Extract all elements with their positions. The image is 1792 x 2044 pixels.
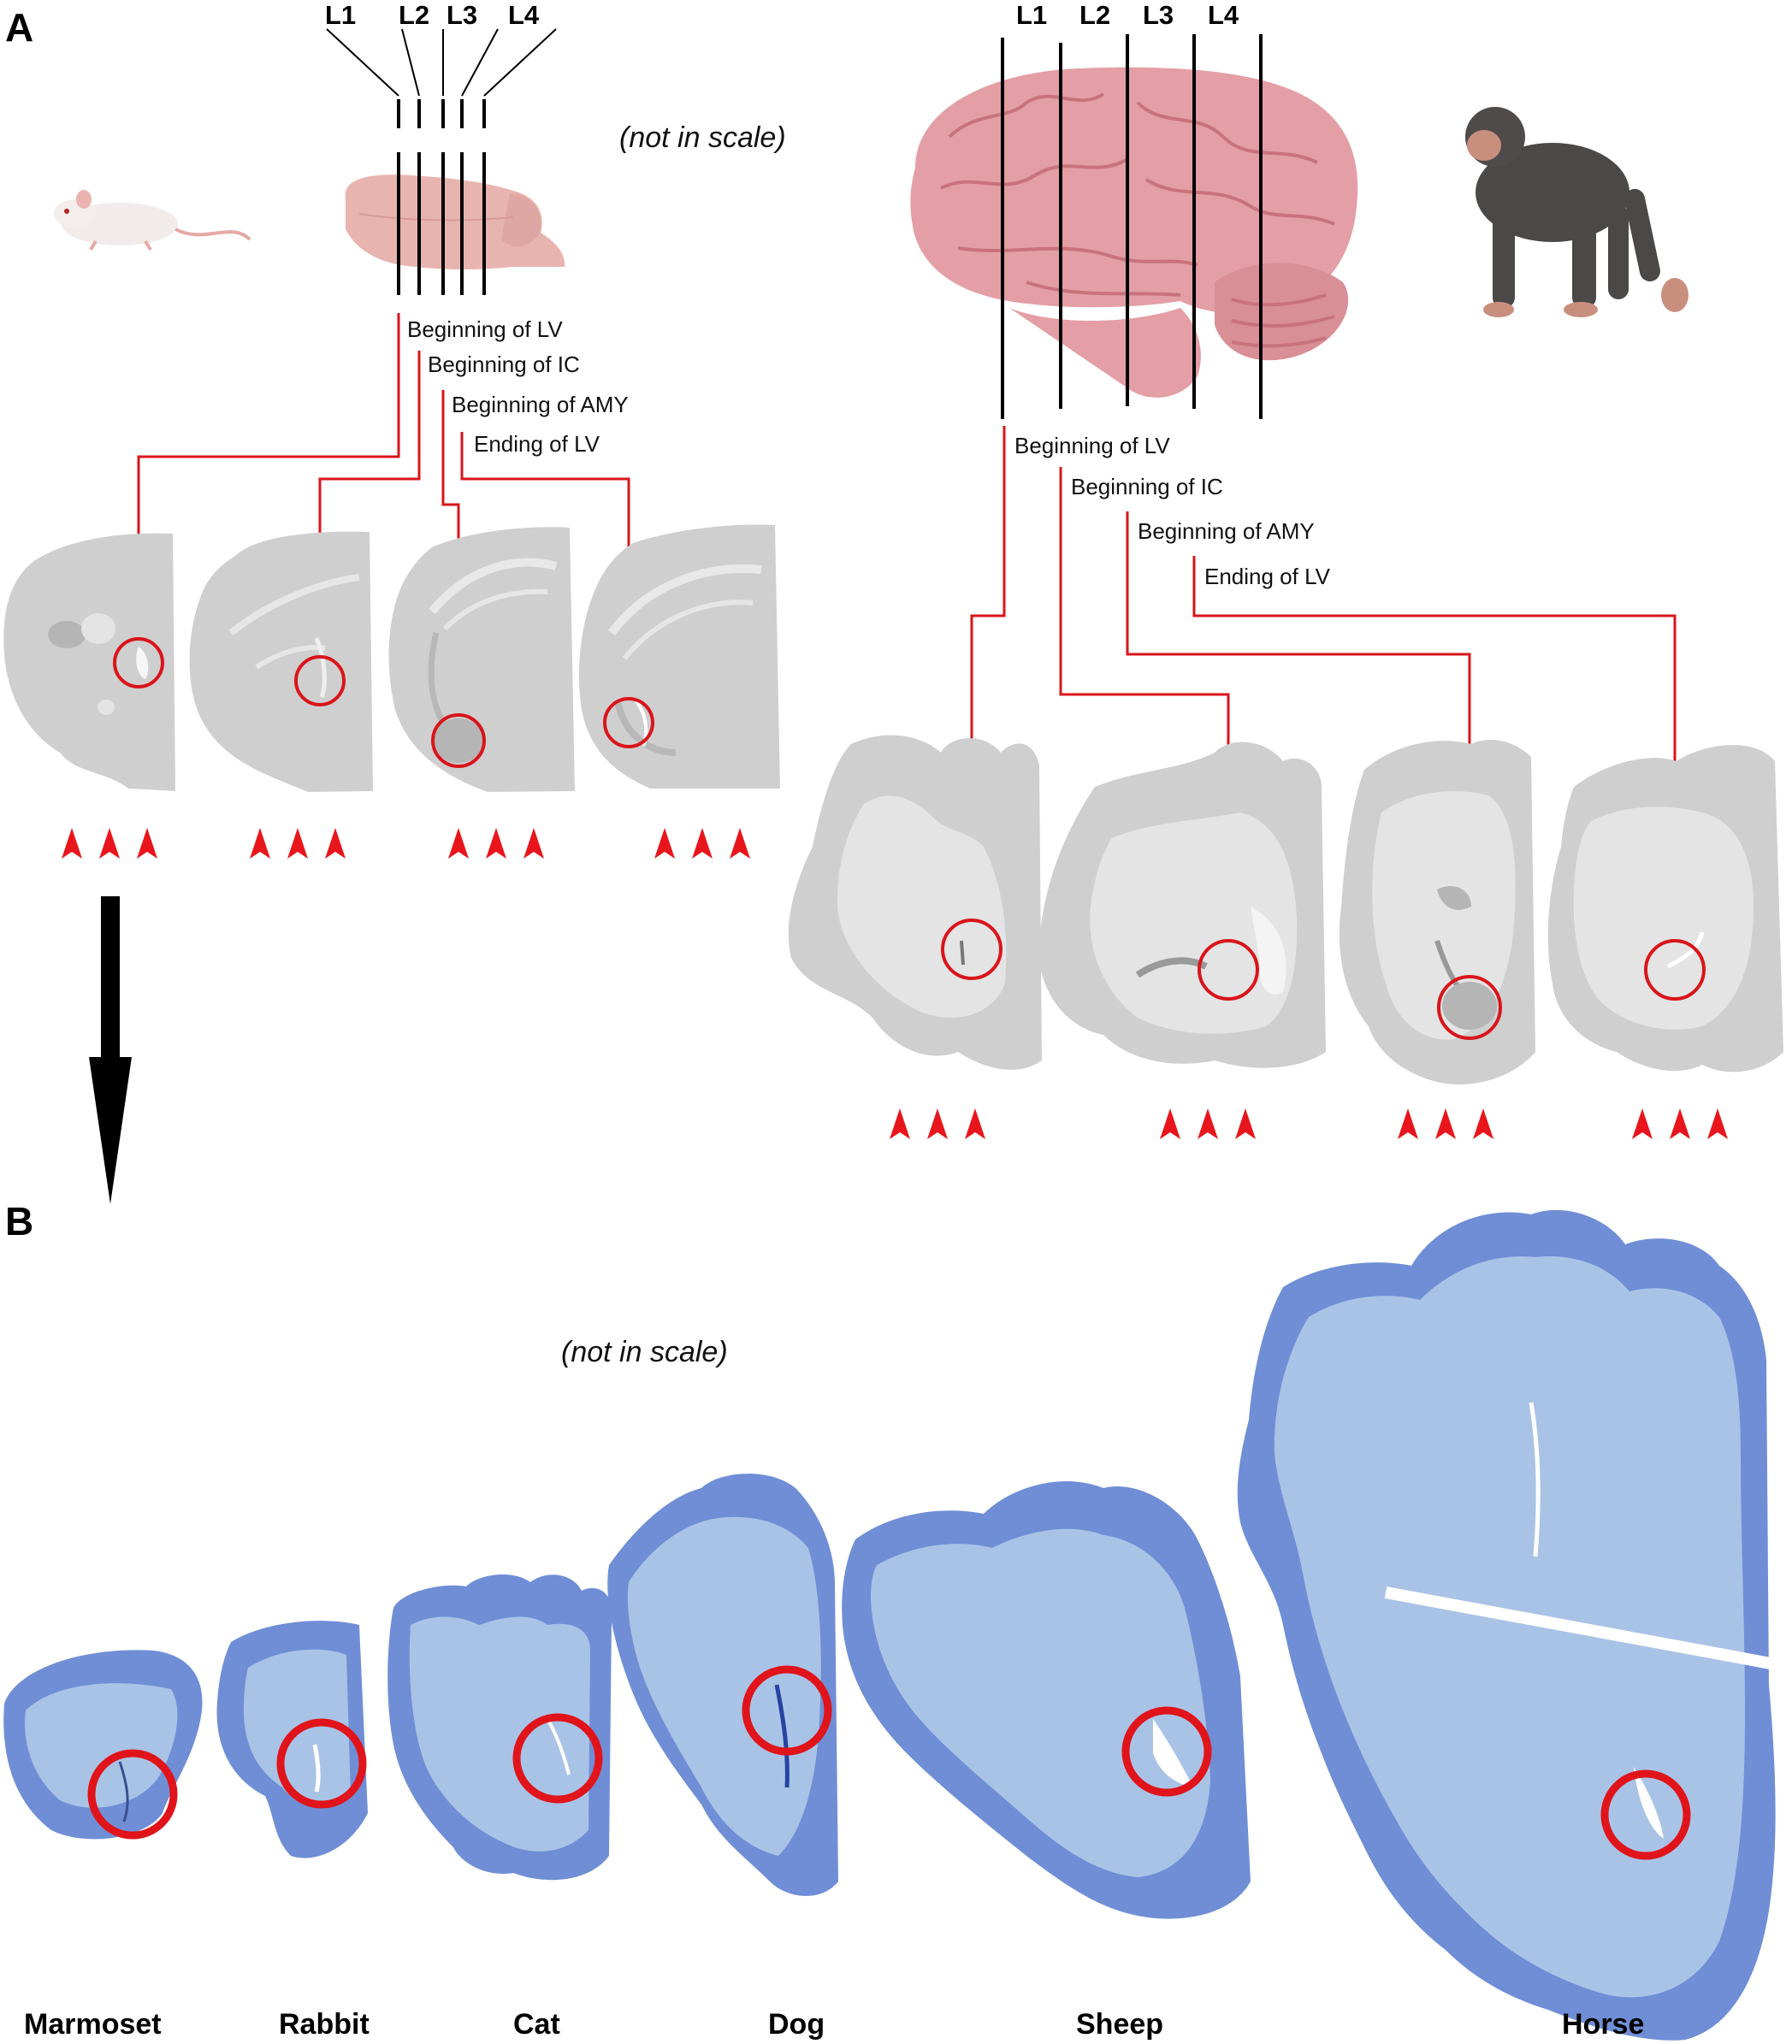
rodent-label-beginning-amy: Beginning of AMY <box>452 392 629 417</box>
rodent-slice-2 <box>189 531 373 792</box>
arrowhead-icon <box>287 828 308 859</box>
rodent-level-lines <box>397 152 486 295</box>
arrowhead-icon <box>1473 1108 1493 1139</box>
arrowhead-icon <box>1160 1108 1180 1139</box>
species-label-dog: Dog <box>768 2008 825 2041</box>
primate-level-lines <box>1001 34 1263 419</box>
arrowhead-icon <box>62 828 82 859</box>
rodent-label-beginning-ic: Beginning of IC <box>428 351 580 377</box>
rodent-label-beginning-lv: Beginning of LV <box>407 316 563 342</box>
arrowhead-icon <box>448 828 469 859</box>
rodent-arrowheads <box>62 828 750 859</box>
arrowhead-icon <box>1670 1108 1690 1139</box>
primate-level-l3: L3 <box>1143 0 1174 30</box>
arrowhead-icon <box>1707 1108 1728 1139</box>
rodent-level-l3: L3 <box>447 0 477 30</box>
arrowhead-icon <box>137 828 157 859</box>
primate-level-l2: L2 <box>1079 0 1110 30</box>
arrowhead-icon <box>654 828 675 859</box>
primate-label-beginning-ic: Beginning of IC <box>1071 474 1223 499</box>
rodent-level-markers: L1 L2 L3 L4 <box>325 0 557 128</box>
primate-slice-3 <box>1339 740 1535 1085</box>
primate-level-l4: L4 <box>1208 0 1239 30</box>
primate-annotations: Beginning of LV Beginning of IC Beginnin… <box>1014 433 1331 589</box>
panel-a-not-in-scale: (not in scale) <box>619 121 786 154</box>
arrowhead-icon <box>730 828 750 859</box>
arrowhead-icon <box>890 1108 910 1139</box>
rodent-label-ending-lv: Ending of LV <box>474 431 600 457</box>
rodent-level-l4: L4 <box>508 0 540 30</box>
species-label-rabbit: Rabbit <box>279 2008 370 2041</box>
arrowhead-icon <box>692 828 713 859</box>
primate-slice-4 <box>1547 745 1783 1072</box>
arrowhead-icon <box>1198 1108 1218 1139</box>
rodent-level-l1: L1 <box>325 0 356 30</box>
primate-brain <box>910 67 1358 398</box>
species-label-sheep: Sheep <box>1076 2008 1163 2041</box>
arrowhead-icon <box>250 828 270 859</box>
horse-section <box>1237 1209 1776 2041</box>
panel-b-not-in-scale: (not in scale) <box>561 1336 728 1368</box>
panel-a-label: A <box>5 5 33 50</box>
rabbit-section <box>216 1621 368 1858</box>
primate-arrowheads <box>890 1108 1728 1139</box>
arrowhead-icon <box>1632 1108 1653 1139</box>
arrowhead-icon <box>965 1108 985 1139</box>
species-labels: Marmoset Rabbit Cat Dog Sheep Horse <box>24 2008 1644 2041</box>
primate-level-l1: L1 <box>1016 0 1047 30</box>
rodent-level-l2: L2 <box>399 0 429 30</box>
panel-b-label: B <box>5 1199 33 1244</box>
rodent-brain <box>345 174 565 269</box>
rodent-slice-1 <box>3 533 176 791</box>
chimpanzee-icon <box>1465 107 1689 317</box>
arrowhead-icon <box>325 828 346 859</box>
primate-slice-2 <box>1038 741 1326 1068</box>
arrowhead-icon <box>1398 1108 1418 1139</box>
rodent-slice-4 <box>578 524 780 789</box>
sheep-section <box>842 1480 1251 1919</box>
species-label-horse: Horse <box>1562 2008 1644 2041</box>
primate-slice-1 <box>788 735 1042 1070</box>
arrowhead-icon <box>523 828 544 859</box>
primate-level-markers: L1 L2 L3 L4 <box>1016 0 1239 30</box>
species-label-marmoset: Marmoset <box>24 2008 162 2041</box>
down-arrow-icon <box>89 896 132 1204</box>
rodent-annotations: Beginning of LV Beginning of IC Beginnin… <box>407 316 629 457</box>
arrowhead-icon <box>1235 1108 1256 1139</box>
primate-label-ending-lv: Ending of LV <box>1204 564 1331 589</box>
primate-label-beginning-amy: Beginning of AMY <box>1138 518 1315 544</box>
rodent-slice-3 <box>388 527 575 792</box>
dog-section <box>607 1474 838 1896</box>
arrowhead-icon <box>927 1108 948 1139</box>
mouse-icon <box>54 190 251 251</box>
cat-section <box>387 1574 612 1881</box>
arrowhead-icon <box>99 828 120 859</box>
marmoset-section <box>3 1650 203 1840</box>
arrowhead-icon <box>486 828 506 859</box>
species-label-cat: Cat <box>513 2008 560 2041</box>
primate-label-beginning-lv: Beginning of LV <box>1014 433 1170 458</box>
arrowhead-icon <box>1435 1108 1456 1139</box>
